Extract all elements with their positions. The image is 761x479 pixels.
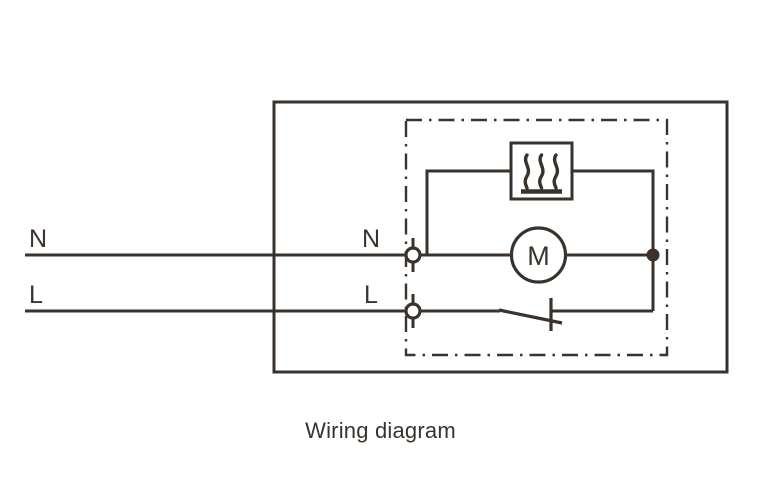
figure-caption: Wiring diagram	[305, 418, 456, 443]
heater-wave-3-icon	[552, 153, 560, 190]
heater-wave-1-icon	[523, 153, 531, 190]
appliance-enclosure-box	[272, 100, 729, 374]
terminal-neutral-circle	[404, 246, 422, 264]
heater-wave-2-icon	[538, 153, 545, 190]
motor-symbol-label: M	[527, 241, 550, 271]
motor-symbol-circle	[509, 226, 568, 284]
supply-live-label: L	[29, 281, 43, 309]
junction-dot	[646, 248, 660, 262]
internal-wiring-boundary-box	[404, 118, 669, 357]
terminal-neutral-label: N	[362, 225, 380, 253]
supply-neutral-label: N	[29, 225, 47, 253]
terminal-live-label: L	[364, 281, 378, 309]
terminal-live-circle	[404, 302, 422, 320]
